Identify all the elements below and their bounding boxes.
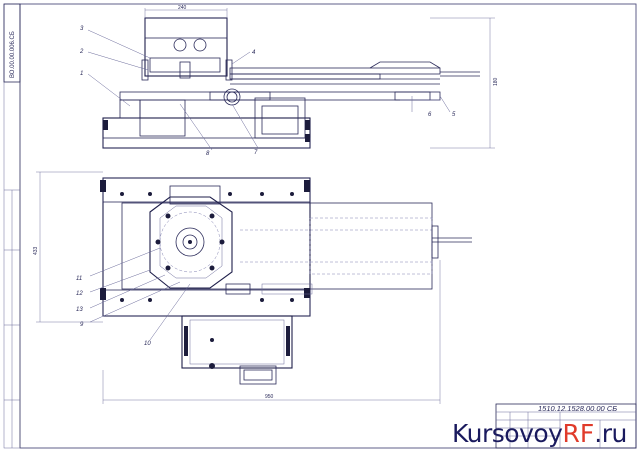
dim-plan-height: 433 — [33, 246, 39, 255]
callout-10: 10 — [144, 341, 151, 347]
dim-front-height: 180 — [493, 77, 499, 86]
stamp-designation: 1510.12.1528.00.00 СБ — [538, 404, 617, 413]
callout-13: 13 — [76, 307, 83, 313]
sheet-frame: ВО.00.00.006.СБ — [3, 3, 637, 449]
callout-6: 6 — [428, 112, 432, 118]
watermark-domain: .ru — [594, 419, 627, 448]
title-block: 1510.12.1528.00.00 СБ — [495, 403, 637, 449]
callout-2: 2 — [79, 49, 84, 55]
callout-3: 3 — [80, 26, 84, 32]
dim-overall-length: 950 — [265, 394, 274, 400]
callout-8: 8 — [206, 151, 210, 157]
callouts: 3 2 1 4 6 5 7 8 11 12 13 9 10 — [76, 26, 456, 347]
callout-12: 12 — [76, 291, 83, 297]
plan-view: 433 950 — [33, 171, 472, 404]
watermark-accent: RF — [562, 419, 594, 448]
callout-4: 4 — [252, 50, 256, 56]
front-view: 240 180 — [102, 5, 499, 149]
callout-7: 7 — [254, 150, 258, 156]
watermark-prefix: Kursovoy — [452, 419, 563, 448]
svg-text:KursovoyRF.ru: KursovoyRF.ru — [452, 419, 627, 448]
callout-1: 1 — [80, 71, 83, 77]
callout-11: 11 — [76, 276, 82, 282]
callout-5: 5 — [452, 112, 456, 118]
callout-9: 9 — [80, 322, 84, 328]
corner-designation-text: ВО.00.00.006.СБ — [10, 31, 16, 78]
watermark-logo: KursovoyRF.ru — [452, 419, 627, 448]
dim-top-width: 240 — [178, 5, 187, 11]
corner-designation-box — [3, 3, 21, 83]
